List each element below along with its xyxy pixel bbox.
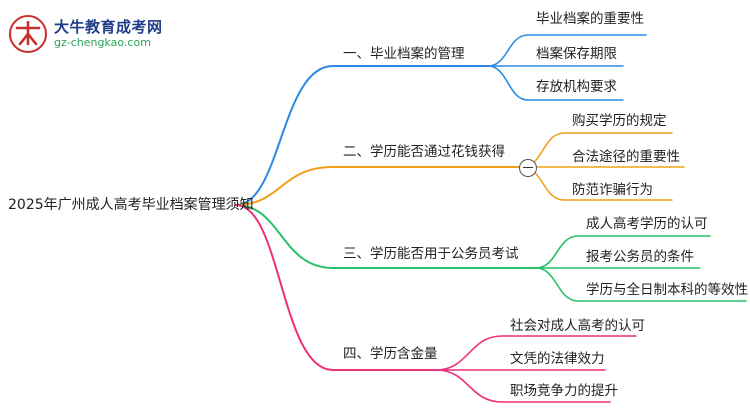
branch-topic-2: 二、学历能否通过花钱获得 (343, 144, 505, 160)
branch-topic-4: 四、学历含金量 (343, 346, 438, 362)
subtopic-1-3: 存放机构要求 (536, 79, 617, 95)
subtopic-4-1: 社会对成人高考的认可 (510, 318, 645, 334)
subtopic-4-2: 文凭的法律效力 (510, 351, 605, 367)
logo-name: 大牛教育成考网 (54, 18, 163, 36)
child-connector-4-1 (435, 335, 503, 371)
collapse-toggle-icon[interactable] (519, 159, 537, 177)
root-topic: 2025年广州成人高考毕业档案管理须知 (8, 197, 254, 213)
root-connector-3 (235, 204, 334, 269)
subtopic-3-3: 学历与全日制本科的等效性 (586, 282, 748, 298)
child-connector-3-1 (535, 235, 579, 269)
site-logo: 大牛教育成考网 gz-chengkao.com (8, 14, 178, 54)
child-connector-1-1 (487, 34, 529, 67)
child-connector-3-3 (535, 267, 579, 302)
root-connector-4 (235, 204, 334, 371)
subtopic-2-2: 合法途径的重要性 (572, 149, 680, 165)
subtopic-1-2: 档案保存期限 (536, 46, 617, 62)
logo-url: gz-chengkao.com (54, 36, 151, 49)
subtopic-2-1: 购买学历的规定 (572, 113, 667, 129)
branch-topic-1: 一、毕业档案的管理 (343, 46, 465, 62)
subtopic-4-3: 职场竞争力的提升 (510, 383, 618, 399)
subtopic-1-1: 毕业档案的重要性 (536, 11, 644, 27)
logo-mark-icon (9, 15, 47, 53)
root-connector-2 (235, 166, 334, 206)
subtopic-3-2: 报考公务员的条件 (586, 249, 694, 265)
child-connector-1-3 (487, 65, 529, 101)
root-connector-1 (235, 65, 334, 206)
subtopic-2-3: 防范诈骗行为 (572, 182, 653, 198)
child-connector-4-3 (435, 369, 503, 403)
subtopic-3-1: 成人高考学历的认可 (586, 216, 708, 232)
branch-topic-3: 三、学历能否用于公务员考试 (343, 246, 519, 262)
